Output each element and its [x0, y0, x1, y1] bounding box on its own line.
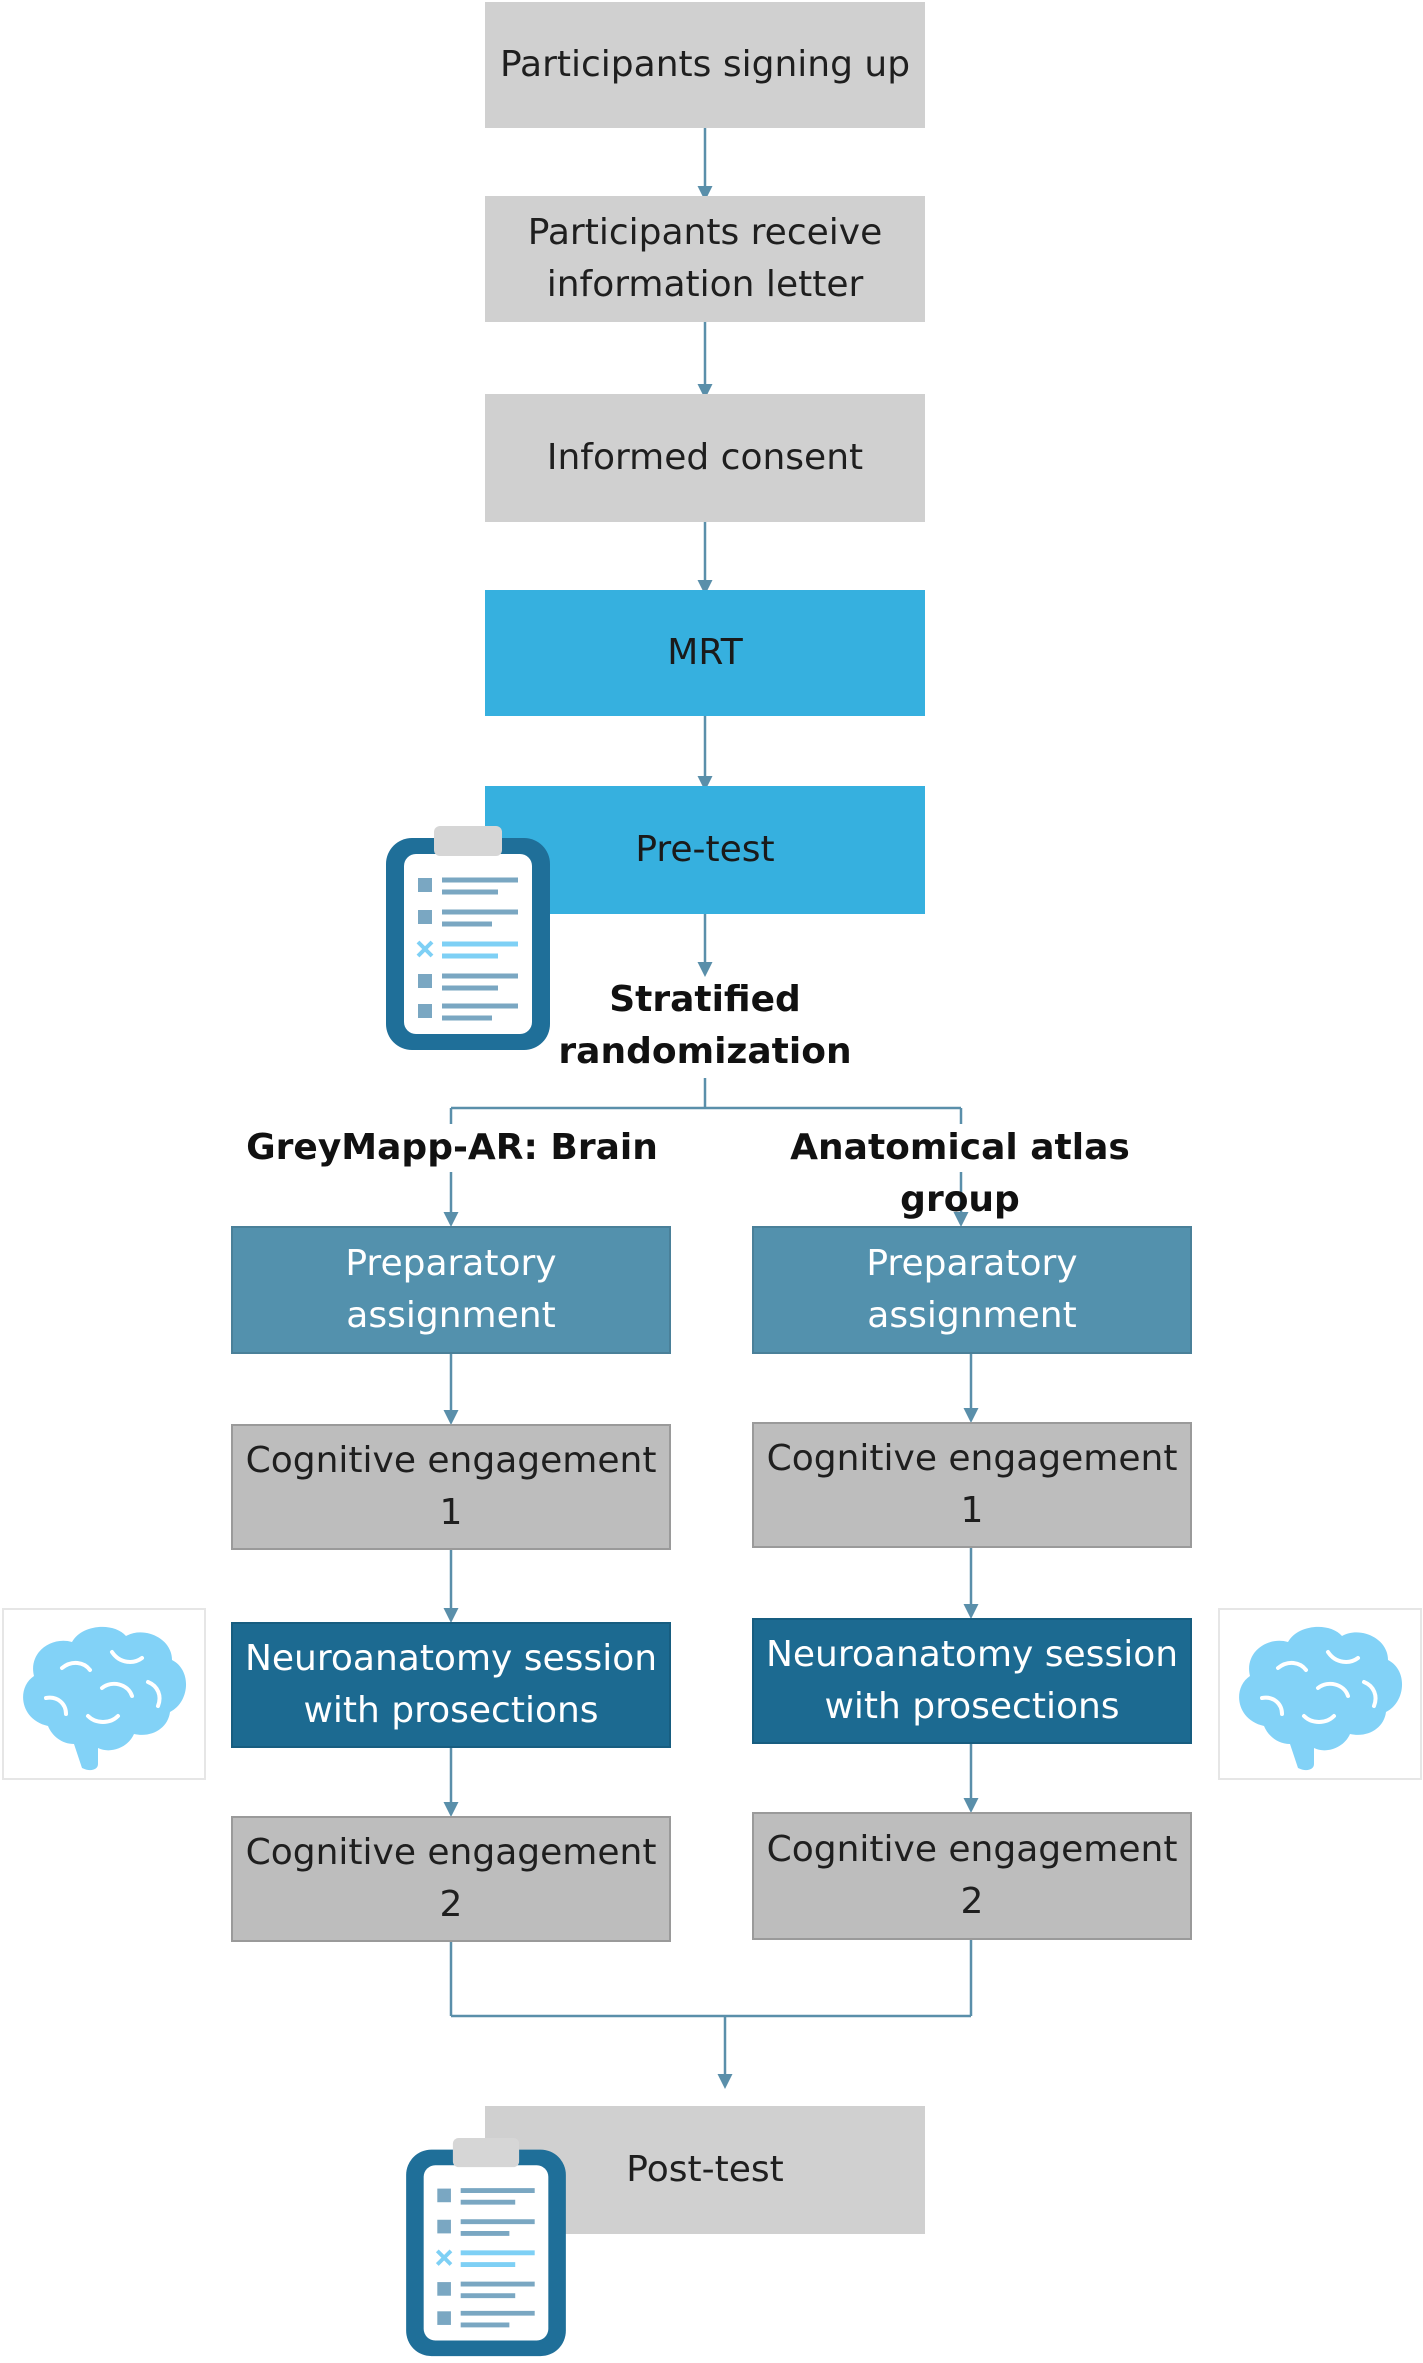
group-label-atlas: Anatomical atlas group: [790, 1127, 1130, 1220]
clipboard-icon: [406, 2137, 566, 2357]
step-pretest: Pre-test: [485, 786, 925, 914]
left-preparatory-assignment: Preparatory assignment: [231, 1226, 671, 1354]
brain-icon: [1218, 1608, 1422, 1780]
step-mrt: MRT: [485, 590, 925, 716]
left-cognitive-engagement-1: Cognitive engagement 1: [231, 1424, 671, 1550]
clipboard-icon: [386, 826, 550, 1050]
right-cognitive-engagement-1: Cognitive engagement 1: [752, 1422, 1192, 1548]
step-signup: Participants signing up: [485, 2, 925, 128]
group-label-greymapp: GreyMapp-AR: Brain: [246, 1127, 658, 1168]
brain-icon: [2, 1608, 206, 1780]
left-neuroanatomy-session: Neuroanatomy session with prosections: [231, 1622, 671, 1748]
right-preparatory-assignment: Preparatory assignment: [752, 1226, 1192, 1354]
right-neuroanatomy-session: Neuroanatomy session with prosections: [752, 1618, 1192, 1744]
left-cognitive-engagement-2: Cognitive engagement 2: [231, 1816, 671, 1942]
right-cognitive-engagement-2: Cognitive engagement 2: [752, 1812, 1192, 1940]
randomization-label: Stratified randomization: [558, 979, 852, 1072]
step-consent: Informed consent: [485, 394, 925, 522]
step-info-letter: Participants receive information letter: [485, 196, 925, 322]
